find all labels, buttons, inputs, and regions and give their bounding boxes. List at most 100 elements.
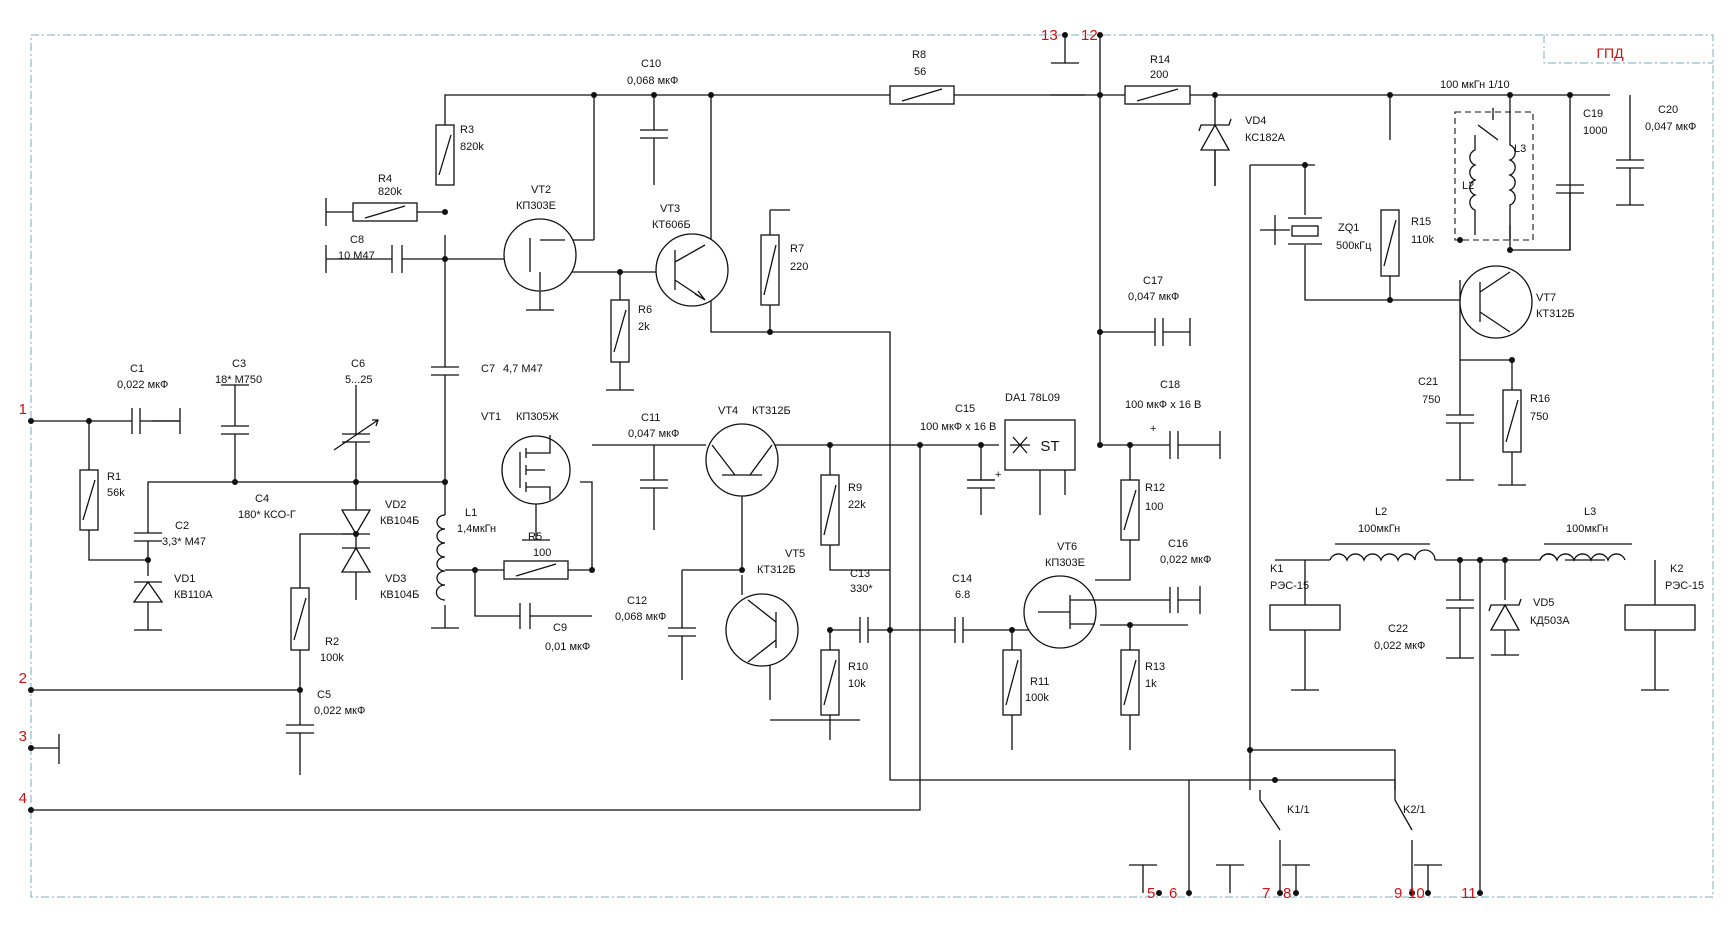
capacitor-c15: + <box>967 469 1001 481</box>
svg-text:L3: L3 <box>1514 143 1526 155</box>
svg-text:C7: C7 <box>481 363 495 375</box>
capacitor-c8 <box>325 245 403 273</box>
svg-text:C17: C17 <box>1143 275 1163 287</box>
relay-k2 <box>1624 604 1696 631</box>
svg-text:0,022 мкФ: 0,022 мкФ <box>1374 640 1425 652</box>
svg-text:L2: L2 <box>1462 180 1474 192</box>
svg-text:R14: R14 <box>1150 54 1170 66</box>
resistor-r12 <box>1120 479 1140 541</box>
svg-text:0,068 мкФ: 0,068 мкФ <box>615 611 666 623</box>
svg-text:R16: R16 <box>1530 393 1550 405</box>
svg-text:R12: R12 <box>1145 482 1165 494</box>
svg-text:56k: 56k <box>107 487 125 499</box>
svg-text:C4: C4 <box>255 493 269 505</box>
pin-12-label: 12 <box>1081 27 1098 44</box>
block-title: ГПД <box>1596 45 1624 61</box>
resistor-r13 <box>1120 649 1140 716</box>
svg-text:56: 56 <box>914 66 926 78</box>
resistor-r5 <box>503 560 569 580</box>
capacitor-c18: + <box>1150 423 1179 459</box>
pin-2-label: 2 <box>19 670 27 687</box>
capacitor-c17 <box>1154 318 1164 346</box>
svg-text:VT1: VT1 <box>481 411 501 423</box>
svg-text:500кГц: 500кГц <box>1336 240 1372 252</box>
svg-text:220: 220 <box>790 261 808 273</box>
svg-text:РЭС-15: РЭС-15 <box>1270 580 1309 592</box>
svg-text:КП303Е: КП303Е <box>516 200 556 212</box>
svg-text:18* М750: 18* М750 <box>215 374 262 386</box>
svg-text:КВ104Б: КВ104Б <box>380 589 419 601</box>
svg-text:6.8: 6.8 <box>955 589 970 601</box>
svg-text:КВ110А: КВ110А <box>174 589 213 601</box>
diode-vd2 <box>340 509 372 536</box>
capacitor-c16 <box>1169 587 1179 613</box>
capacitor-c19 <box>1556 184 1584 250</box>
svg-text:C6: C6 <box>351 358 365 370</box>
inductor-l1 <box>435 514 446 601</box>
resistor-r1 <box>79 469 99 531</box>
svg-text:C10: C10 <box>641 58 661 70</box>
svg-text:R3: R3 <box>460 124 474 136</box>
pin-11-label: 11 <box>1461 885 1477 902</box>
svg-text:1,4мкГн: 1,4мкГн <box>457 523 496 535</box>
svg-text:0,022 мкФ: 0,022 мкФ <box>117 379 168 391</box>
diode-vd1 <box>132 580 164 603</box>
svg-text:100 мкФ х 16 В: 100 мкФ х 16 В <box>920 421 996 433</box>
svg-text:VT4: VT4 <box>718 405 738 417</box>
svg-text:КП303Е: КП303Е <box>1045 557 1085 569</box>
svg-text:0,047 мкФ: 0,047 мкФ <box>1128 291 1179 303</box>
svg-text:R1: R1 <box>107 471 121 483</box>
title-box <box>1543 35 1713 64</box>
svg-text:VT7: VT7 <box>1536 292 1556 304</box>
svg-text:КП305Ж: КП305Ж <box>516 411 559 423</box>
svg-text:VT5: VT5 <box>785 548 805 560</box>
svg-text:R13: R13 <box>1145 661 1165 673</box>
pin-1-label: 1 <box>19 401 27 418</box>
transistor-vt7 <box>1459 265 1533 339</box>
block-frame <box>30 34 1714 898</box>
svg-text:VT6: VT6 <box>1057 541 1077 553</box>
svg-text:C18: C18 <box>1160 379 1180 391</box>
svg-text:L1: L1 <box>465 507 477 519</box>
svg-text:КТ312Б: КТ312Б <box>752 405 791 417</box>
svg-text:C2: C2 <box>175 520 189 532</box>
resistor-r9 <box>820 474 840 546</box>
svg-text:VT3: VT3 <box>660 203 680 215</box>
svg-text:VT2: VT2 <box>531 184 551 196</box>
svg-text:C19: C19 <box>1583 108 1603 120</box>
relay-k1 <box>1269 604 1341 631</box>
svg-text:КТ606Б: КТ606Б <box>652 219 691 231</box>
resistor-r16 <box>1502 389 1522 453</box>
pin-5-label: 5 <box>1147 885 1155 902</box>
r5-value: 100 <box>533 547 551 559</box>
svg-text:3,3* М47: 3,3* М47 <box>162 536 206 548</box>
svg-text:R5: R5 <box>528 531 542 543</box>
svg-text:C12: C12 <box>627 595 647 607</box>
svg-text:750: 750 <box>1422 394 1440 406</box>
svg-text:100мкГн: 100мкГн <box>1358 523 1400 535</box>
pin-10-label: 10 <box>1408 885 1425 902</box>
resistor-r8 <box>889 85 955 105</box>
svg-text:C14: C14 <box>952 573 972 585</box>
svg-text:КС182А: КС182А <box>1245 132 1286 144</box>
svg-text:VD3: VD3 <box>385 573 406 585</box>
svg-text:C16: C16 <box>1168 538 1188 550</box>
svg-text:VD1: VD1 <box>174 573 195 585</box>
pin-3-label: 3 <box>19 728 27 745</box>
svg-text:100 мкГн 1/10: 100 мкГн 1/10 <box>1440 79 1510 91</box>
wires <box>31 35 1669 893</box>
svg-text:C21: C21 <box>1418 376 1438 388</box>
svg-text:100: 100 <box>1145 501 1163 513</box>
svg-text:R15: R15 <box>1411 216 1431 228</box>
svg-text:C8: C8 <box>350 234 364 246</box>
svg-text:КД503А: КД503А <box>1530 615 1570 627</box>
svg-text:0,047 мкФ: 0,047 мкФ <box>628 428 679 440</box>
capacitor-c1 <box>131 408 181 434</box>
pin-13-label: 13 <box>1041 27 1058 44</box>
svg-text:VD5: VD5 <box>1533 597 1554 609</box>
inductor-l2 <box>1329 543 1436 562</box>
pin-4-label: 4 <box>19 790 27 807</box>
svg-text:K2: K2 <box>1670 563 1683 575</box>
